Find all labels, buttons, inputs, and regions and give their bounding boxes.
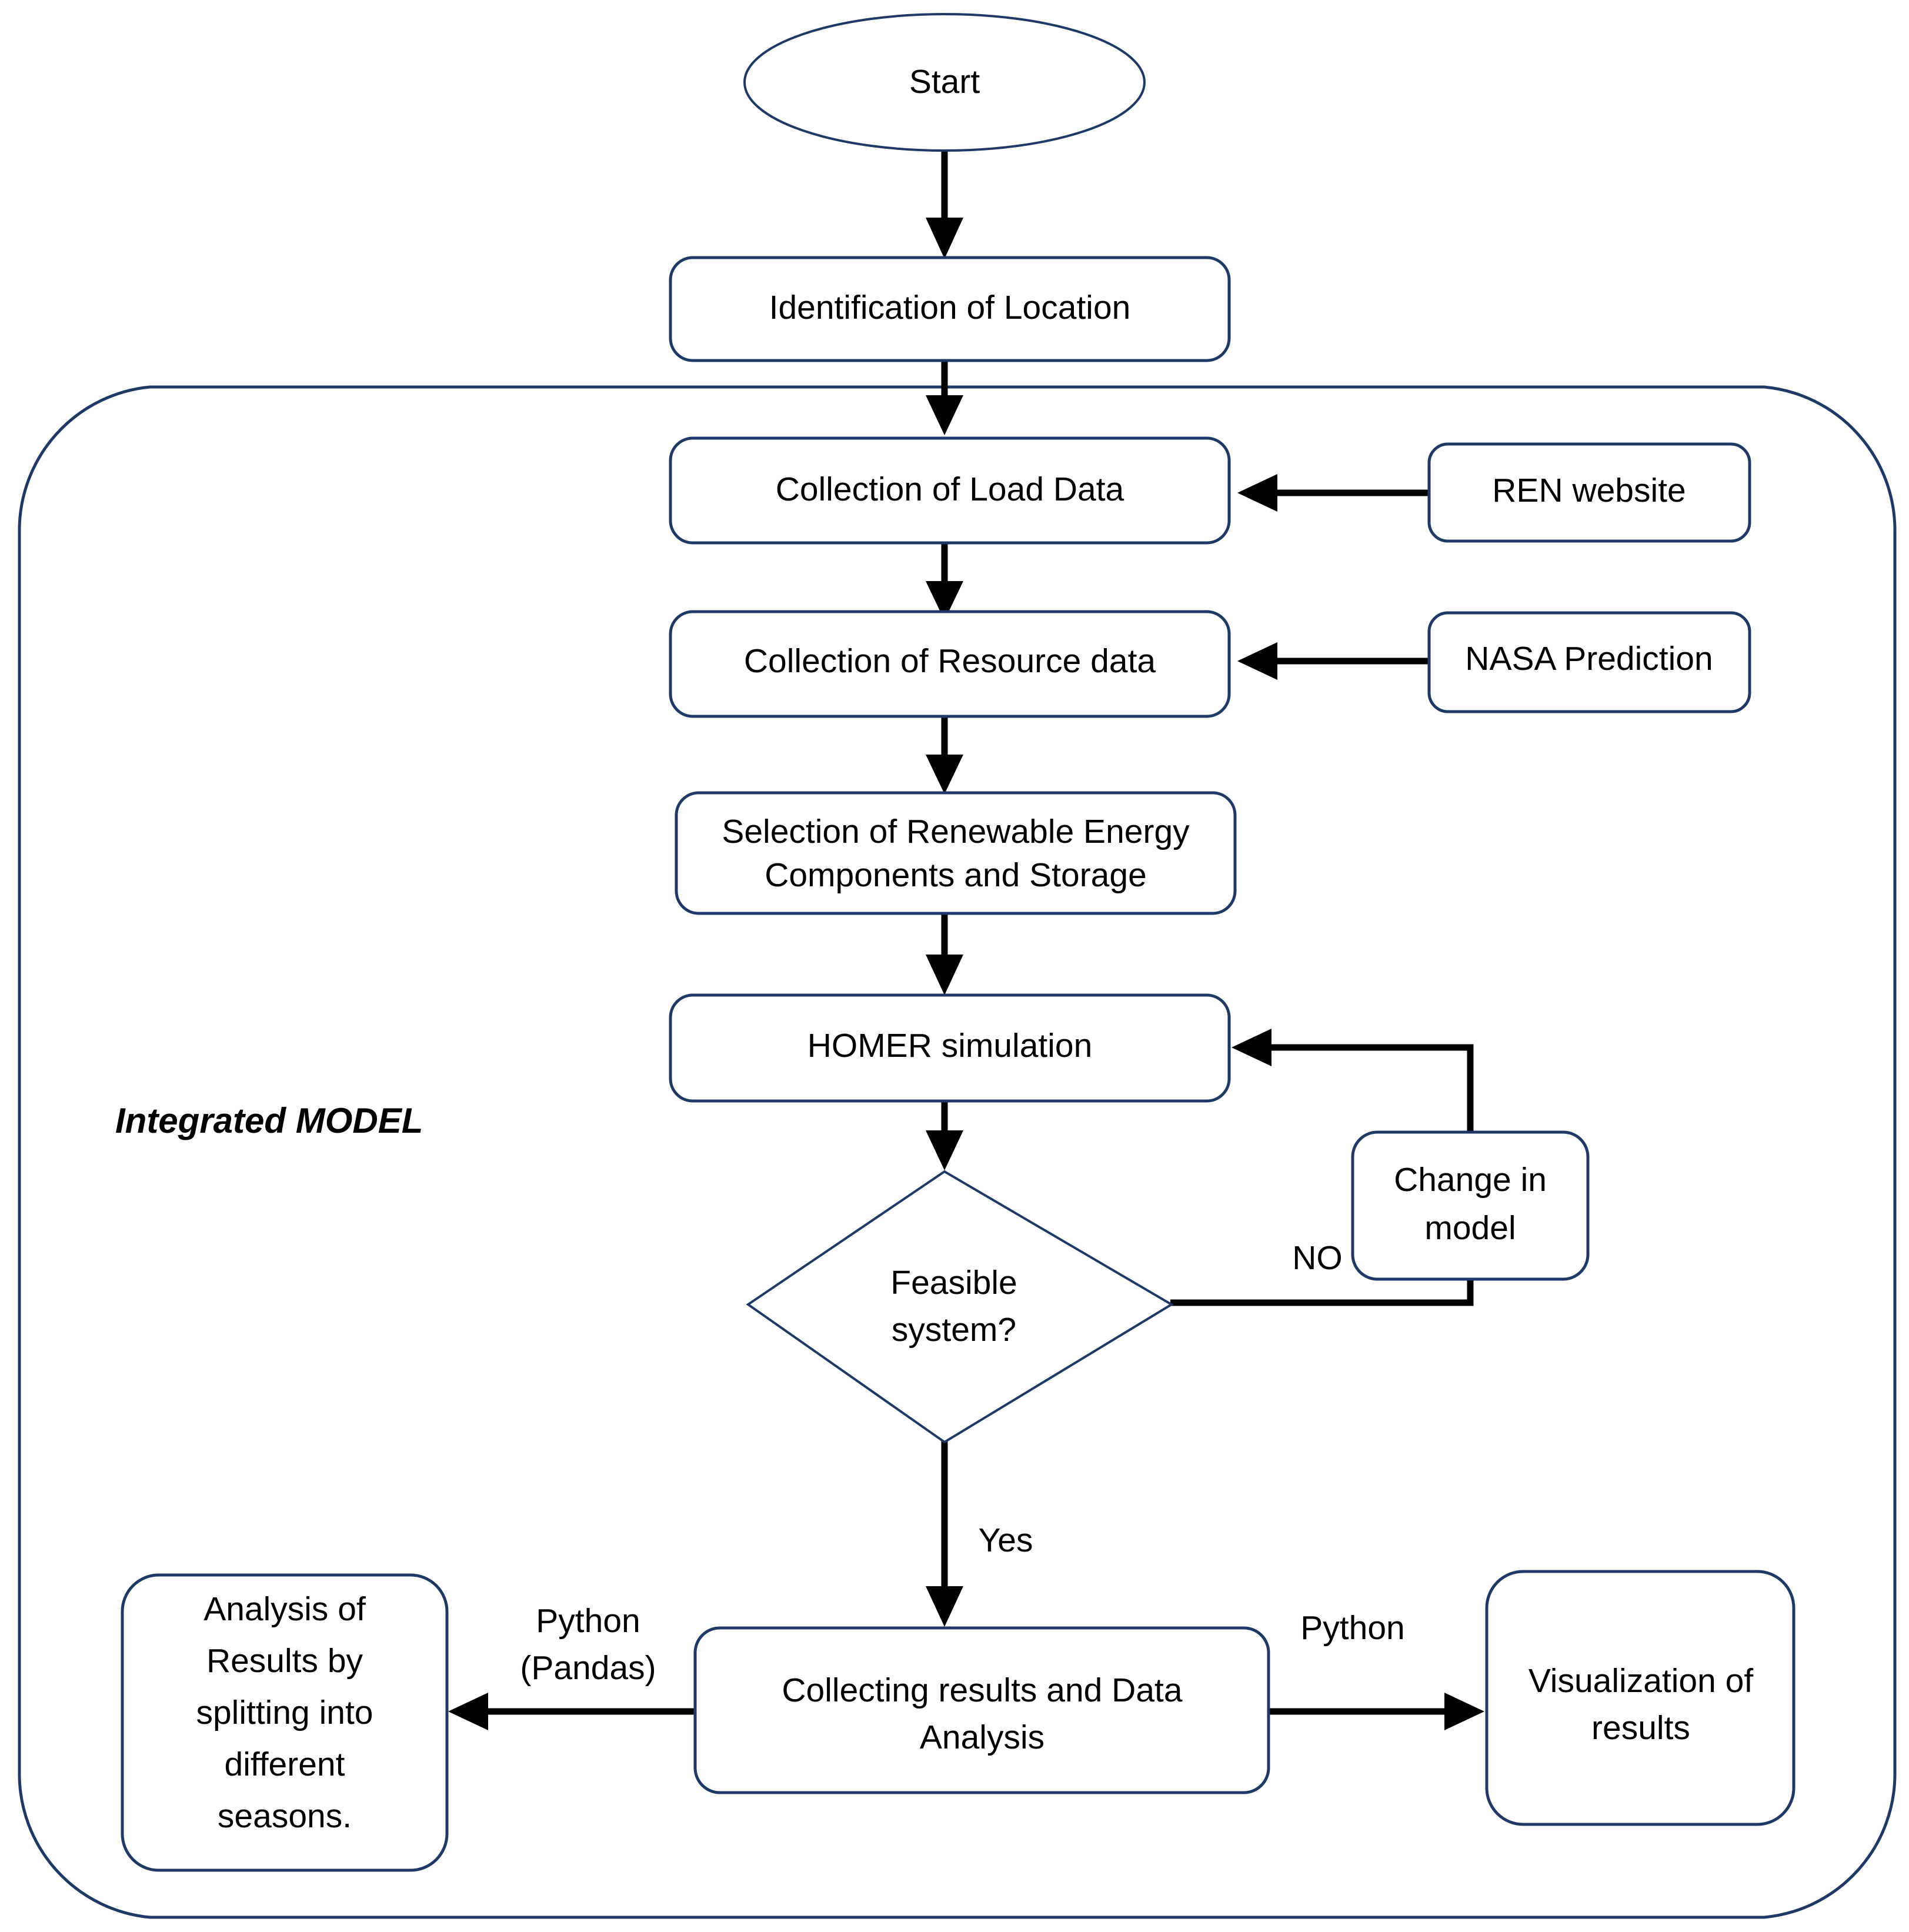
node-identification-of-location[interactable]: Identification of Location [669, 256, 1231, 362]
node-visualization-of-results[interactable]: Visualization of results [1485, 1570, 1795, 1826]
node-start[interactable]: Start [743, 13, 1146, 152]
connector-load-data-to-resource-data [926, 541, 963, 620]
node-collecting-label-line2: Analysis [920, 1719, 1044, 1756]
connector-resource-data-to-selection [926, 713, 963, 794]
node-identification-label: Identification of Location [769, 289, 1131, 326]
node-visualization-label-line2: results [1591, 1709, 1690, 1747]
node-homer-label: HOMER simulation [807, 1027, 1093, 1065]
connector-collecting-to-analysis [448, 1693, 694, 1730]
connector-ren-website-to-load-data [1237, 474, 1428, 512]
node-change-in-model[interactable]: Change in model [1351, 1130, 1590, 1281]
edge-label-python-pandas-line1: Python [536, 1602, 640, 1640]
connector-identification-to-load-data [926, 359, 963, 435]
connector-collecting-to-visualization [1269, 1693, 1484, 1730]
node-analysis-label-line3: splitting into [196, 1694, 373, 1731]
node-nasa-prediction-label: NASA Prediction [1465, 640, 1713, 678]
node-visualization-label-line1: Visualization of [1528, 1662, 1754, 1700]
node-nasa-prediction[interactable]: NASA Prediction [1427, 611, 1751, 713]
node-feasible-label-line1: Feasible [890, 1264, 1017, 1302]
node-start-label: Start [909, 63, 980, 101]
integrated-model-container [18, 385, 1897, 1919]
integrated-model-label: Integrated MODEL [115, 1101, 423, 1140]
node-selection-of-components[interactable]: Selection of Renewable Energy Components… [675, 791, 1237, 915]
node-selection-label-line2: Components and Storage [765, 856, 1147, 894]
edge-label-python-pandas-line2: (Pandas) [520, 1649, 656, 1687]
connector-homer-to-feasible [926, 1101, 963, 1170]
node-ren-website-label: REN website [1492, 472, 1686, 509]
node-feasible-system-decision[interactable]: Feasible system? [746, 1170, 1174, 1444]
node-homer-simulation[interactable]: HOMER simulation [669, 993, 1231, 1103]
node-collection-of-resource-data[interactable]: Collection of Resource data [669, 610, 1231, 718]
node-analysis-label-line1: Analysis of [203, 1590, 366, 1628]
connector-feasible-no-to-change-model [1170, 1280, 1474, 1306]
node-load-data-label: Collection of Load Data [776, 471, 1124, 508]
connector-feasible-yes-to-collecting [926, 1441, 963, 1627]
connector-change-model-to-homer [1231, 1029, 1474, 1132]
node-analysis-label-line5: seasons. [218, 1797, 352, 1835]
node-analysis-label-line2: Results by [206, 1642, 363, 1680]
edge-label-python: Python [1300, 1609, 1404, 1647]
connector-selection-to-homer [926, 912, 963, 995]
connector-nasa-to-resource-data [1237, 642, 1428, 680]
node-change-model-label-line2: model [1424, 1209, 1516, 1247]
edge-label-yes: Yes [979, 1521, 1033, 1559]
node-resource-data-label: Collection of Resource data [744, 642, 1156, 680]
node-ren-website[interactable]: REN website [1427, 442, 1751, 543]
node-analysis-label-line4: different [225, 1746, 345, 1783]
node-selection-label-line1: Selection of Renewable Energy [722, 813, 1190, 850]
node-collecting-results[interactable]: Collecting results and Data Analysis [693, 1626, 1270, 1794]
node-change-model-label-line1: Change in [1394, 1161, 1547, 1199]
edge-label-no: NO [1292, 1239, 1343, 1277]
node-collecting-label-line1: Collecting results and Data [782, 1671, 1182, 1709]
node-collection-of-load-data[interactable]: Collection of Load Data [669, 436, 1231, 545]
node-feasible-label-line2: system? [892, 1311, 1016, 1349]
connector-start-to-identification [926, 149, 963, 259]
node-analysis-of-results[interactable]: Analysis of Results by splitting into di… [121, 1573, 449, 1872]
